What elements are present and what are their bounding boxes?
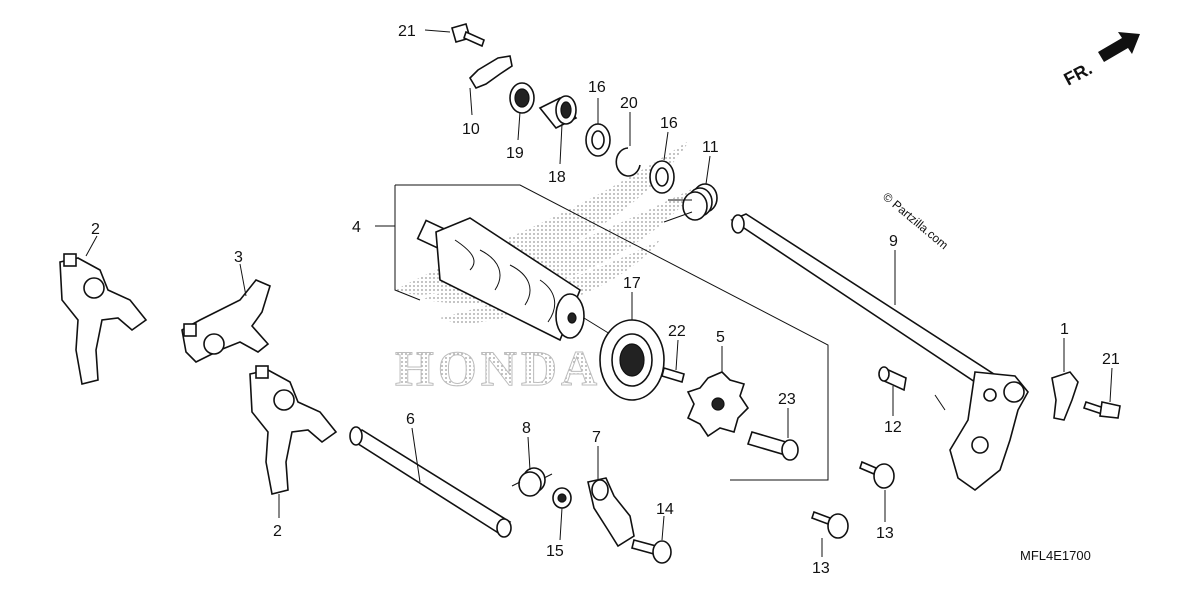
bolt-23 — [746, 431, 799, 461]
callout-21-right: 21 — [1102, 351, 1120, 368]
bolt-21-right — [1082, 400, 1121, 419]
callout-21-top: 21 — [398, 23, 416, 40]
callout-2-right: 2 — [273, 523, 282, 540]
callout-16-b: 16 — [660, 115, 678, 132]
pin-12 — [878, 366, 907, 392]
needle-bearing-18 — [538, 95, 578, 130]
callout-3: 3 — [234, 249, 243, 266]
bearing-17 — [599, 319, 665, 401]
front-direction-arrow: FR. — [1060, 32, 1140, 90]
dash-link — [934, 394, 946, 411]
bearing-19 — [509, 82, 535, 114]
shift-fork-2-right — [249, 365, 338, 495]
washer-15-hole — [557, 493, 567, 503]
honda-watermark-text: HONDA — [395, 340, 601, 396]
washer-16-b-hole — [655, 167, 669, 187]
front-arrow-label: FR. — [1060, 58, 1095, 89]
bolt-21-top — [451, 23, 485, 48]
callout-4: 4 — [352, 219, 361, 236]
callout-16-a: 16 — [588, 79, 606, 96]
stopper-arm-7 — [587, 477, 635, 548]
callout-8: 8 — [522, 420, 531, 437]
pin-22 — [661, 366, 685, 384]
callout-7: 7 — [592, 429, 601, 446]
bolt-13-right — [859, 460, 895, 489]
callout-10: 10 — [462, 121, 480, 138]
bolt-14 — [631, 539, 672, 564]
callout-labels: 21 10 19 18 16 20 16 11 4 2 3 17 22 5 9 … — [91, 23, 1120, 577]
assembly-outline — [394, 184, 829, 481]
callout-22: 22 — [668, 323, 686, 340]
callout-17: 17 — [623, 275, 641, 292]
shift-fork-2-left — [59, 253, 148, 385]
callout-6: 6 — [406, 411, 415, 428]
fork-shaft-6 — [349, 426, 512, 538]
washer-16-a-hole — [591, 130, 605, 150]
spring-8 — [511, 467, 553, 497]
star-plate-5 — [686, 371, 750, 438]
plate-1 — [1051, 371, 1079, 421]
shift-fork-3 — [181, 279, 271, 363]
callout-13-bottom: 13 — [812, 560, 830, 577]
callout-1: 1 — [1060, 321, 1069, 338]
callout-15: 15 — [546, 543, 564, 560]
callout-2-left: 2 — [91, 221, 100, 238]
callout-13-right: 13 — [876, 525, 894, 542]
spring-11 — [663, 183, 718, 223]
callout-19: 19 — [506, 145, 524, 162]
callout-5: 5 — [716, 329, 725, 346]
circlip-20 — [615, 147, 641, 177]
shift-shaft-9 — [730, 213, 1029, 492]
callout-20: 20 — [620, 95, 638, 112]
callout-9: 9 — [889, 233, 898, 250]
bolt-13-bottom — [810, 510, 849, 539]
callout-23: 23 — [778, 391, 796, 408]
callout-18: 18 — [548, 169, 566, 186]
diagram-code: MFL4E1700 — [1020, 548, 1091, 563]
callout-14: 14 — [656, 501, 674, 518]
plate-10 — [468, 55, 513, 89]
callout-11: 11 — [702, 139, 719, 156]
leader-lines — [85, 29, 1113, 557]
callout-12: 12 — [884, 419, 902, 436]
shift-drum-4 — [416, 217, 611, 342]
